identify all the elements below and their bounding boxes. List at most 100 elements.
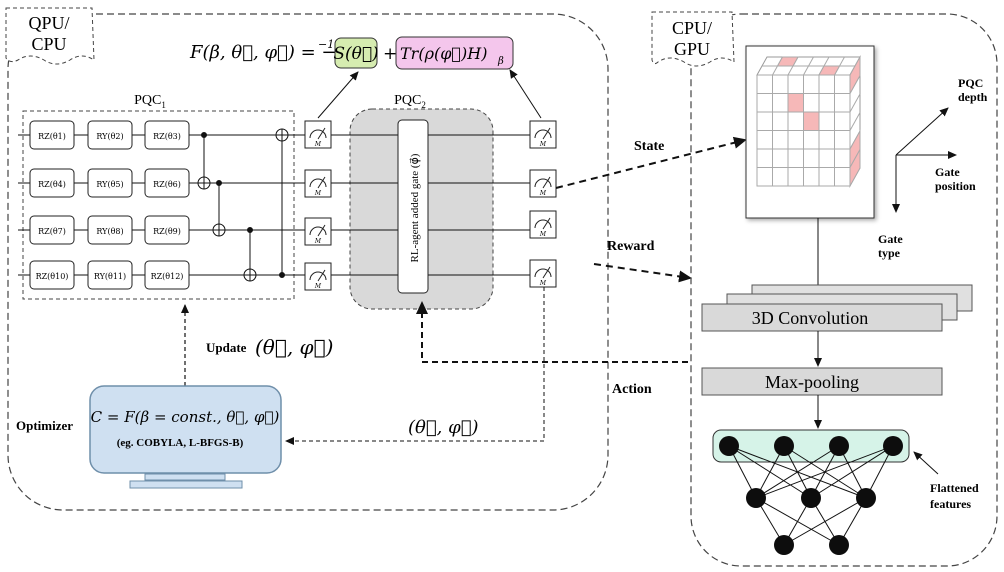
- rl-agent-gate: [397, 119, 429, 294]
- rotation-gate: [29, 168, 75, 198]
- state-tensor-grid: [756, 55, 861, 188]
- pqc1-gates: RZ(θ1) RY(θ2) RZ(θ3) RZ(θ4) RY(θ5) RZ(θ6) RZ(θ…: [29, 120, 190, 290]
- meter-icon: M: [529, 259, 557, 288]
- qpu-cpu-panel: [7, 13, 609, 511]
- rotation-gate: [144, 260, 190, 290]
- nn-node: [774, 436, 794, 456]
- tensor-axes: [892, 107, 957, 213]
- meter-icon: M: [529, 120, 557, 149]
- feedback-arrow: [285, 287, 545, 445]
- action-label: Action: [612, 382, 652, 397]
- nn-node: [719, 436, 739, 456]
- cpu-gpu-tag: CPU/ GPU: [651, 11, 735, 67]
- meter-to-trace-arrow: [509, 69, 542, 119]
- meter-icon: M: [529, 169, 557, 198]
- optimizer-monitor: C = F(β = const., θ⃗, φ⃗) (eg. COBYLA, L…: [89, 385, 282, 489]
- rotation-gate-label: RY(θ5): [96, 180, 123, 189]
- svg-text:M: M: [539, 231, 547, 238]
- rotation-gate-label: RZ(θ10): [36, 272, 69, 281]
- rotation-gate-label: RY(θ8): [96, 227, 123, 236]
- rotation-gate: [29, 260, 75, 290]
- rotation-gate: [29, 215, 75, 245]
- neural-network: [719, 436, 903, 555]
- pool-box: [701, 367, 943, 396]
- nn-node: [746, 488, 766, 508]
- pool-label: Max-pooling: [765, 372, 859, 392]
- reward-label: Reward: [607, 239, 655, 254]
- nn-node: [883, 436, 903, 456]
- meter-icon: M: [304, 217, 332, 246]
- optimizer-formula: C = F(β = const., θ⃗, φ⃗): [91, 408, 280, 426]
- state-arrow: [555, 136, 747, 189]
- nn-node: [801, 488, 821, 508]
- optimizer-label: Optimizer: [16, 418, 73, 433]
- entropy-term: S(θ⃗): [333, 44, 378, 64]
- rotation-gate: [144, 215, 190, 245]
- rotation-gate-label: RZ(θ1): [38, 132, 66, 141]
- entropy-term-box: [334, 37, 378, 69]
- rotation-gate: [87, 120, 133, 150]
- meter-icon: M: [304, 262, 332, 291]
- conv-label: 3D Convolution: [752, 308, 869, 328]
- svg-text:M: M: [314, 238, 322, 245]
- svg-text:M: M: [539, 190, 547, 197]
- rotation-gate-label: RY(θ11): [94, 272, 126, 281]
- qpu-cpu-tag: QPU/ CPU: [5, 7, 95, 65]
- rotation-gate: [87, 168, 133, 198]
- trace-sub: β: [497, 56, 504, 67]
- formula-lhs: F(β, θ⃗, φ⃗) = −β: [189, 42, 347, 63]
- svg-text:M: M: [539, 141, 547, 148]
- trace-term: Tr(ρ(φ⃗)H): [400, 44, 487, 63]
- pqc1-label: PQC1: [134, 93, 166, 110]
- feedback-params: (θ⃗, φ⃗): [408, 417, 479, 438]
- rotation-gate-label: RZ(θ12): [151, 272, 184, 281]
- rotation-gate-label: RZ(θ3): [153, 132, 181, 141]
- rotation-gate-label: RZ(θ4): [38, 180, 66, 189]
- qpu-tag-line2: CPU: [31, 34, 66, 54]
- update-params: (θ⃗, φ⃗): [255, 335, 333, 359]
- meter-icon: M: [529, 210, 557, 239]
- rl-agent-gate-text: RL-agent added gate (φ⃗): [409, 153, 421, 262]
- formula-plus: +: [383, 44, 397, 64]
- reward-arrow: [593, 263, 692, 283]
- rotation-gate-label: RZ(θ9): [153, 227, 181, 236]
- nn-node: [829, 535, 849, 555]
- svg-text:M: M: [314, 190, 322, 197]
- rotation-gate: [87, 260, 133, 290]
- rotation-gate-label: RZ(θ6): [153, 180, 181, 189]
- nn-node: [856, 488, 876, 508]
- cpu-tag-line2: GPU: [674, 39, 710, 59]
- qpu-tag-line1: QPU/: [28, 13, 69, 33]
- trace-term-box: [395, 36, 514, 70]
- rotation-gate: [29, 120, 75, 150]
- cnot-ladder: [197, 128, 289, 282]
- update-label: Update: [206, 340, 247, 355]
- rotation-gate: [87, 215, 133, 245]
- meter-to-entropy-arrow: [317, 71, 359, 119]
- flattened-layer-box: [712, 429, 910, 463]
- meter-icon: M: [304, 169, 332, 198]
- cpu-gpu-panel: [690, 13, 998, 567]
- nn-node: [774, 535, 794, 555]
- rotation-gate: [144, 120, 190, 150]
- formula-sup: −1: [318, 38, 334, 51]
- pqc1-box: [22, 110, 295, 300]
- measurement-meters: M M M M M M M M: [304, 120, 557, 291]
- pqc2-label: PQC2: [394, 93, 426, 110]
- rotation-gate-label: RY(θ2): [96, 132, 123, 141]
- svg-text:M: M: [314, 141, 322, 148]
- rotation-gate: [144, 168, 190, 198]
- nn-node: [829, 436, 849, 456]
- svg-text:M: M: [314, 283, 322, 290]
- flattened-pointer-arrow: [913, 451, 939, 475]
- optimizer-examples: (eg. COBYLA, L-BFGS-B): [117, 437, 244, 449]
- conv-stack: 3D Convolution: [701, 284, 973, 332]
- free-energy-formula: F(β, θ⃗, φ⃗) = −β −1 S(θ⃗) + Tr(ρ(φ⃗)H) …: [189, 36, 514, 70]
- meter-icon: M: [304, 120, 332, 149]
- svg-text:M: M: [539, 280, 547, 287]
